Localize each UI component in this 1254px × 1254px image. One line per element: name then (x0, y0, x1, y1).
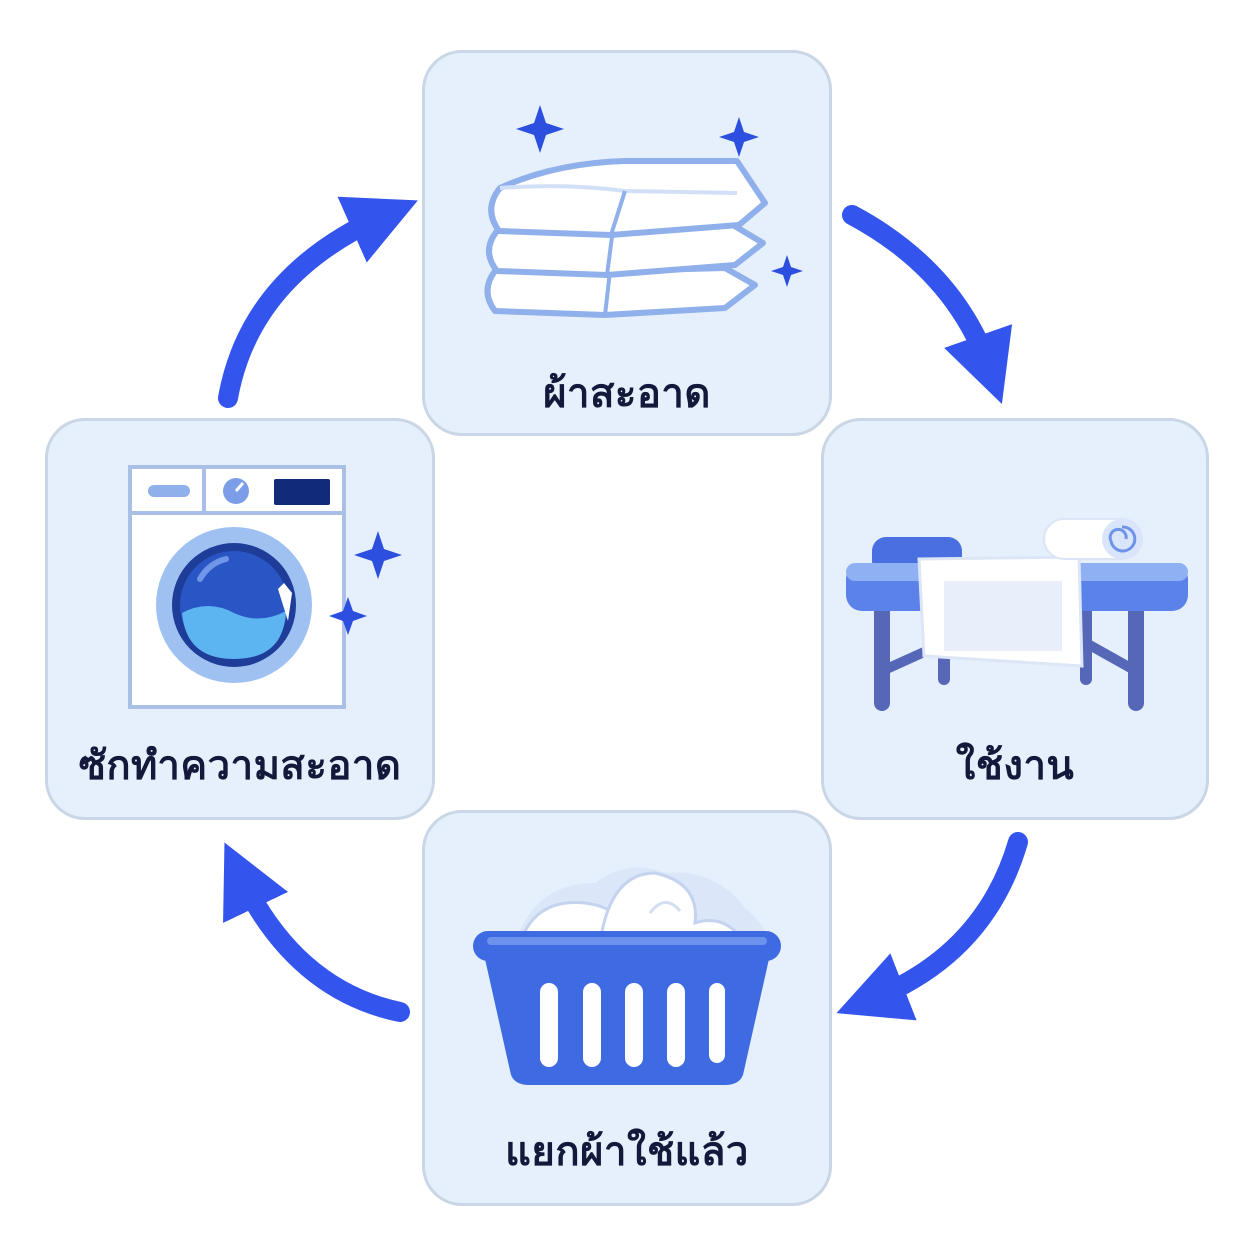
washing-machine-icon (128, 465, 402, 709)
step-label-wash: ซักทำความสะอาด (78, 743, 402, 789)
sparkle-icon (771, 255, 803, 287)
sparkle-icon (354, 531, 402, 579)
step-card-use: ใช้งาน (821, 418, 1209, 820)
arrow-bottom-to-left (223, 842, 410, 1022)
massage-table-icon (846, 518, 1188, 711)
laundry-basket-icon (473, 867, 781, 1085)
sparkle-icon (329, 597, 367, 635)
sparkle-icon (516, 105, 564, 153)
sparkle-icon (719, 117, 759, 157)
step-card-wash: ซักทำความสะอาด (45, 418, 435, 820)
step-label-use: ใช้งาน (955, 743, 1075, 789)
step-label-sort-used: แยกผ้าใช้แล้ว (505, 1129, 749, 1175)
step-label-clean-linen: ผ้าสะอาด (543, 371, 711, 417)
folded-towels-icon (484, 105, 803, 318)
arrow-top-to-right (842, 205, 1013, 404)
step-card-clean-linen: ผ้าสะอาด (422, 50, 832, 436)
arrow-right-to-bottom (836, 832, 1028, 1021)
arrow-left-to-top (218, 196, 418, 408)
step-card-sort-used: แยกผ้าใช้แล้ว (422, 810, 832, 1206)
